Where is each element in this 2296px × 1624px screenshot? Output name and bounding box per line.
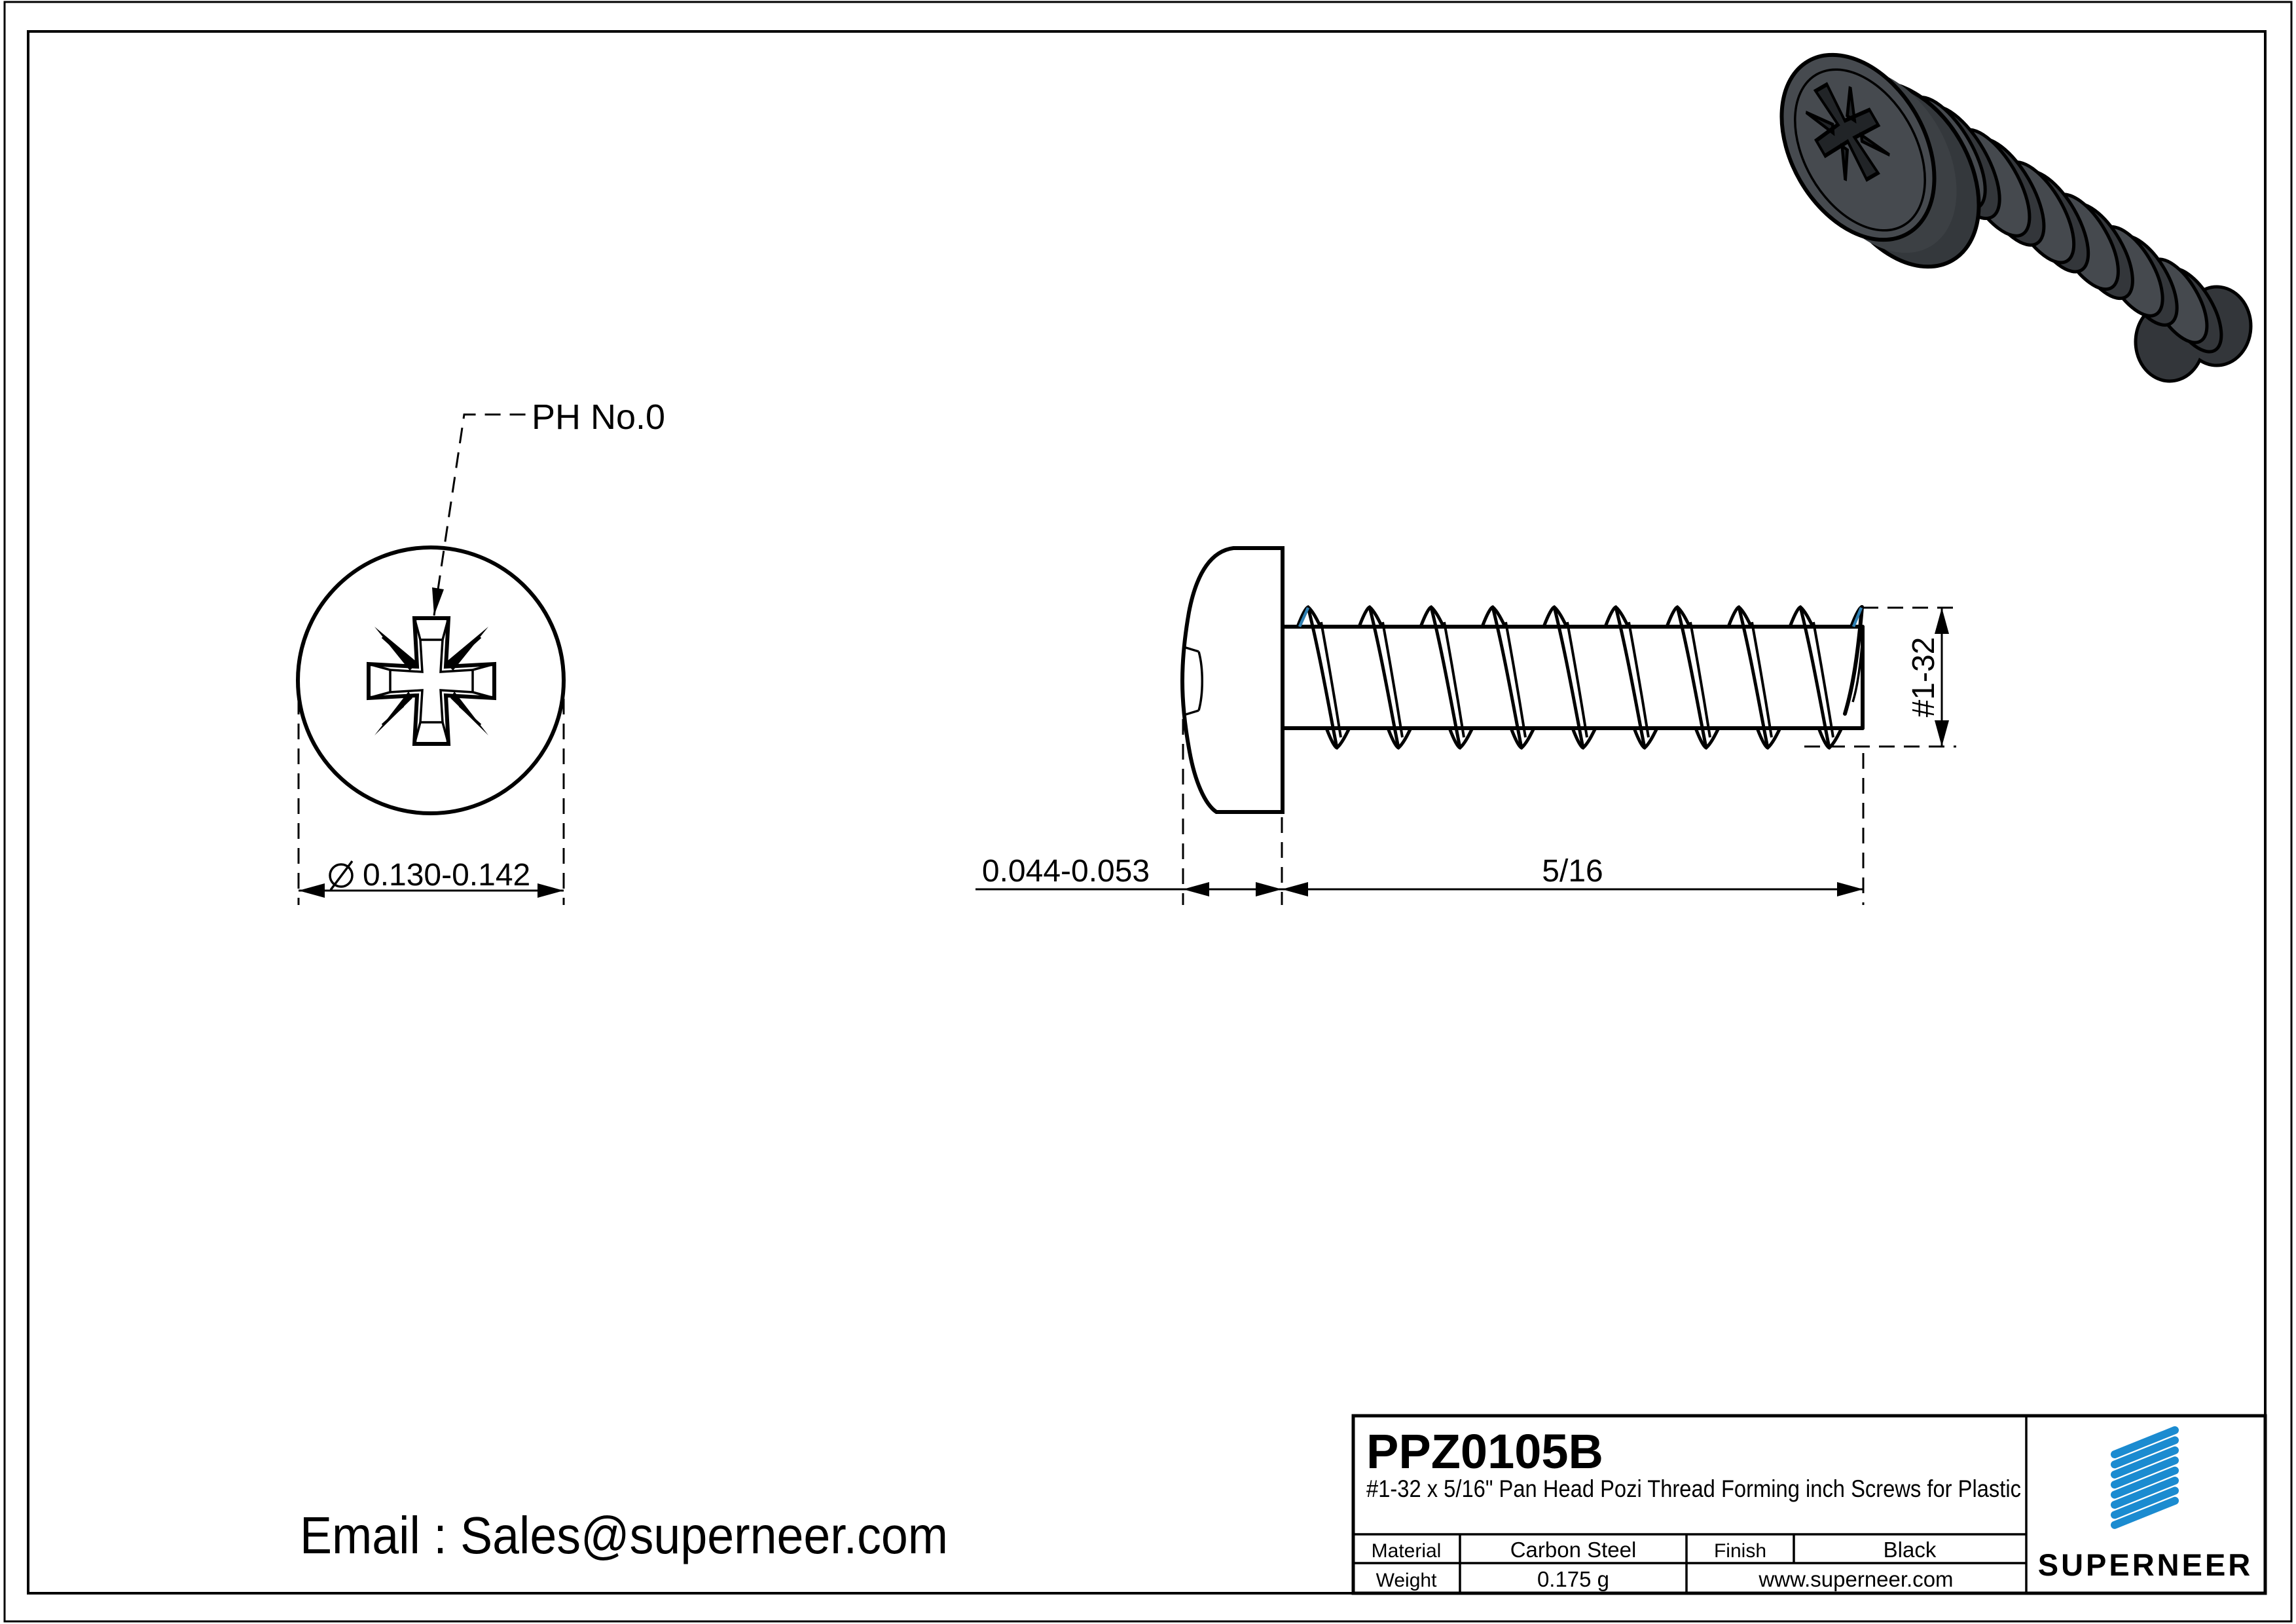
title-block-grid xyxy=(1353,1416,2028,1593)
arrow-icon xyxy=(299,883,325,898)
side-view: 0.044-0.053 5/16 #1-32 xyxy=(975,546,1956,905)
pozi-tip-walls xyxy=(368,618,495,745)
inner-border xyxy=(27,30,2267,1595)
head-recess-marks xyxy=(1183,646,1203,716)
weight-value: 0.175 g xyxy=(1537,1567,1609,1591)
thread-crests xyxy=(1296,605,1844,750)
superneer-logo-icon xyxy=(2111,1426,2179,1529)
ph-leader-arrow-icon xyxy=(432,587,444,616)
front-diameter-dim: 0.130-0.142 xyxy=(363,858,530,893)
finish-value: Black xyxy=(1884,1538,1937,1562)
part-description: #1-32 x 5/16" Pan Head Pozi Thread Formi… xyxy=(1366,1475,2021,1502)
website-link: www.superneer.com xyxy=(1758,1567,1953,1591)
part-number: PPZ0105B xyxy=(1366,1424,1603,1479)
arrow-icon xyxy=(1183,882,1209,896)
ph-leader-line xyxy=(433,413,528,616)
head-profile xyxy=(1180,546,1285,814)
ph-label: PH No.0 xyxy=(532,397,665,437)
material-label: Material xyxy=(1372,1540,1442,1562)
screw-3d-head-rim xyxy=(1794,68,1926,232)
email-text: Email : Sales@superneer.com xyxy=(300,1506,948,1564)
screw-3d-pozi-recess xyxy=(1805,82,1890,182)
arrow-icon xyxy=(538,883,564,898)
head-height-dim: 0.044-0.053 xyxy=(982,854,1150,889)
thread-runout xyxy=(1843,605,1865,716)
brand-name: SUPERNEER xyxy=(2038,1547,2253,1582)
arrow-icon xyxy=(1256,882,1282,896)
finish-label: Finish xyxy=(1714,1540,1766,1562)
diameter-symbol-icon xyxy=(329,860,354,891)
material-value: Carbon Steel xyxy=(1510,1538,1637,1562)
arrow-icon xyxy=(1282,882,1308,896)
weight-label: Weight xyxy=(1376,1570,1437,1591)
arrow-icon xyxy=(1935,720,1949,747)
outer-border xyxy=(3,1,2293,1623)
arrow-icon xyxy=(1935,608,1949,634)
thread-size-dim: #1-32 xyxy=(1906,637,1941,718)
thread-accent-edges xyxy=(1298,607,1863,627)
screw-3d-render xyxy=(1779,52,2253,383)
title-block: PPZ0105B #1-32 x 5/16" Pan Head Pozi Thr… xyxy=(1351,1414,2267,1595)
pozi-wing-ticks xyxy=(381,636,482,726)
front-view: PH No.0 0.130-0.142 xyxy=(296,397,665,905)
arrow-icon xyxy=(1837,882,1863,896)
length-dim: 5/16 xyxy=(1542,854,1603,889)
